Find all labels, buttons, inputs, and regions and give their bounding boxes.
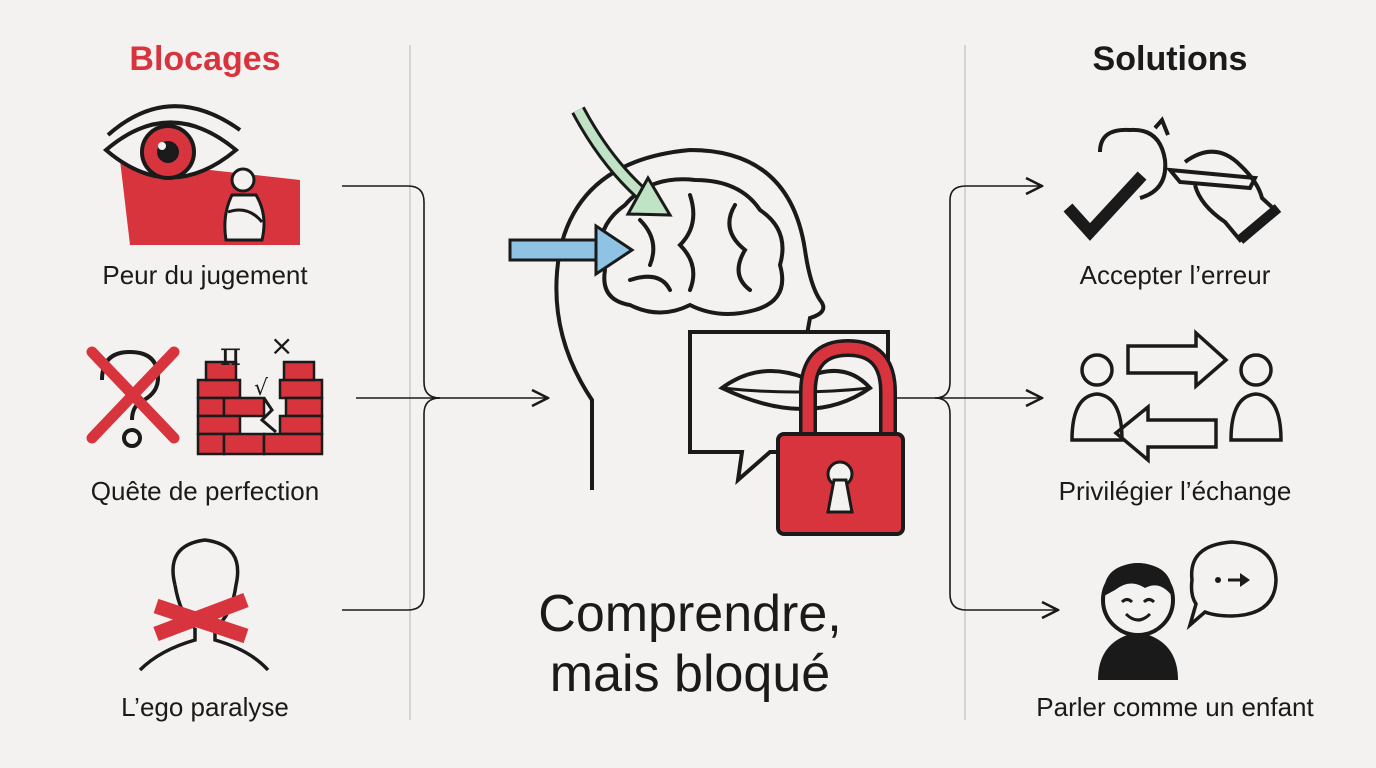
blocker-label-perfection: Quête de perfection [90, 476, 320, 506]
main-title-line2: mais bloqué [549, 645, 831, 703]
solutions-heading: Solutions [1092, 40, 1248, 78]
solution-label-accept: Accepter l’erreur [1079, 260, 1271, 290]
blockers-heading: Blocages [129, 40, 281, 78]
exchange-icon [1070, 329, 1283, 464]
blocker-label-ego: L’ego paralyse [121, 692, 289, 722]
taped-mouth-person-icon [138, 538, 270, 672]
child-speaking-icon [1098, 540, 1278, 680]
solution-label-exchange: Privilégier l’échange [1058, 476, 1292, 506]
blocker-label-fear: Peur du jugement [102, 260, 308, 290]
locked-speech-head-icon [508, 106, 905, 536]
watching-eye-icon [102, 104, 300, 245]
solution-label-child: Parler comme un enfant [1036, 692, 1314, 722]
svg-text:×: × [270, 329, 293, 362]
svg-text:√: √ [254, 376, 269, 401]
left-connectors [342, 185, 548, 611]
perfection-wall-icon: π × √ [86, 329, 324, 456]
svg-text:π: π [220, 335, 241, 373]
right-connectors [888, 186, 1058, 610]
main-title-line1: Comprendre, [538, 585, 842, 643]
accept-mistake-icon [1063, 116, 1282, 244]
